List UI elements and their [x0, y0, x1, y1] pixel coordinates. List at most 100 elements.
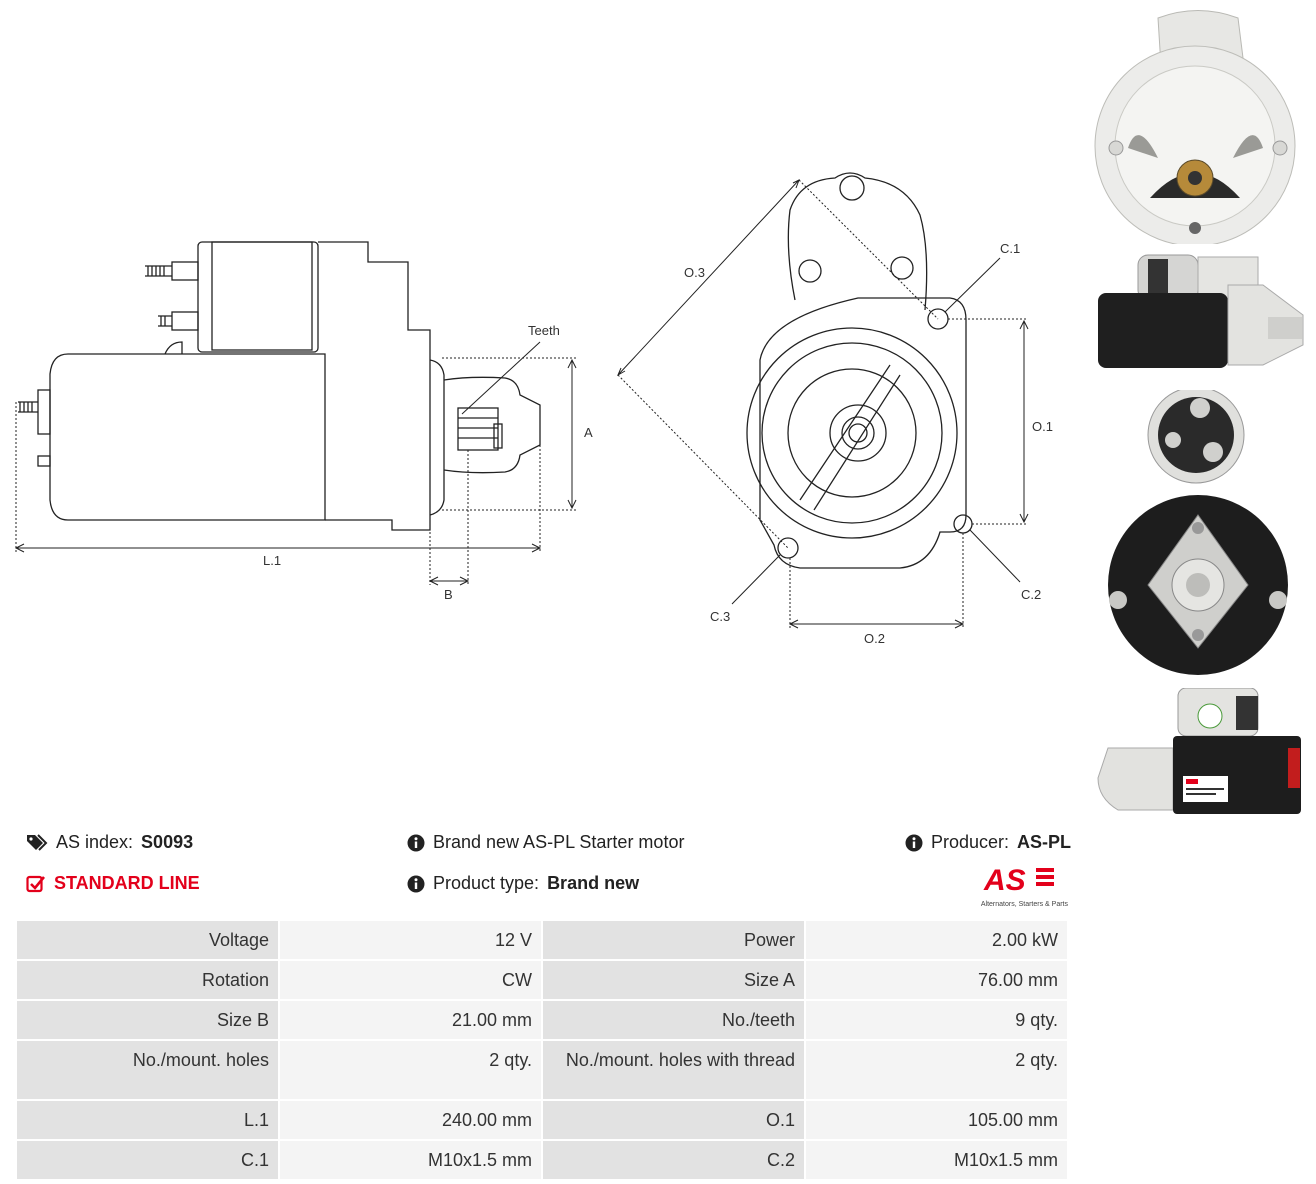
line-row: STANDARD LINE: [26, 873, 200, 894]
spec-value: 2 qty.: [804, 1039, 1069, 1101]
spec-value: 9 qty.: [804, 999, 1069, 1041]
rear-bolt: [37, 455, 51, 467]
info-icon: [407, 834, 425, 851]
as-pl-logo: AS Alternators, Starters & Parts: [962, 864, 1068, 908]
spec-key: No./teeth: [541, 999, 806, 1041]
c1-leader: [944, 257, 1001, 313]
dim-o1-arrow: [1019, 319, 1029, 524]
product-photo-side[interactable]: [1088, 245, 1308, 375]
spec-value: 12 V: [278, 919, 543, 961]
product-photo-rear-end[interactable]: [1088, 390, 1308, 680]
dim-l1-label: L.1: [263, 553, 281, 568]
spec-value: M10x1.5 mm: [804, 1139, 1069, 1181]
producer-value: AS-PL: [1017, 832, 1072, 852]
checked-square-icon: [26, 875, 46, 892]
housing-outer-ring: [746, 327, 958, 539]
dim-o3-label: O.3: [684, 265, 705, 280]
housing-mid-ring: [761, 342, 943, 524]
rear-cap: [37, 389, 51, 435]
table-row: C.1 M10x1.5 mm C.2 M10x1.5 mm: [15, 1139, 1069, 1181]
spec-key: Voltage: [15, 919, 280, 961]
c3-leader: [731, 554, 781, 605]
c3-label: C.3: [710, 609, 730, 624]
spec-value: M10x1.5 mm: [278, 1139, 543, 1181]
drive-housing-outline: [318, 241, 431, 531]
producer-row: Producer: AS-PL: [905, 832, 1071, 853]
table-row: Size B 21.00 mm No./teeth 9 qty.: [15, 999, 1069, 1041]
c1-label: C.1: [1000, 241, 1020, 256]
table-row: Voltage 12 V Power 2.00 kW: [15, 919, 1069, 961]
c2-label: C.2: [1021, 587, 1041, 602]
bearing-mid: [841, 416, 875, 450]
dim-o3-arrow: [616, 178, 800, 377]
standard-line-label: STANDARD LINE: [54, 873, 200, 893]
spec-key: C.2: [541, 1139, 806, 1181]
spec-value: CW: [278, 959, 543, 1001]
solenoid-body: [197, 241, 319, 353]
dim-b-arrow: [428, 576, 470, 586]
as-logo-mark: AS: [983, 864, 1054, 897]
housing-inner-ring: [787, 368, 917, 498]
terminal-stud-top: [145, 265, 172, 277]
spec-value: 240.00 mm: [278, 1099, 543, 1141]
spec-key: C.1: [15, 1139, 280, 1181]
nose-outline: [443, 376, 541, 474]
product-photo-drive-end[interactable]: [1088, 8, 1308, 244]
motor-body: [49, 353, 326, 521]
top-lug-hole: [839, 175, 865, 201]
info-icon: [407, 875, 425, 892]
dim-b-extension: [429, 450, 469, 585]
table-row: No./mount. holes 2 qty. No./mount. holes…: [15, 1039, 1069, 1101]
spec-value: 21.00 mm: [278, 999, 543, 1041]
as-logo-tagline: Alternators, Starters & Parts: [980, 901, 1068, 908]
dim-o2-arrow: [788, 619, 965, 629]
lug-hole-right: [890, 256, 914, 280]
dim-o2-label: O.2: [864, 631, 885, 646]
terminal-top: [171, 261, 199, 281]
specs-table: Voltage 12 V Power 2.00 kW Rotation CW S…: [15, 919, 1069, 1181]
as-index-label: AS index:: [56, 832, 134, 852]
dim-o1-extension: [948, 318, 1028, 525]
dim-b-label: B: [444, 587, 453, 602]
teeth-label: Teeth: [528, 323, 560, 338]
info-icon: [905, 834, 923, 851]
dim-a-label: A: [584, 425, 593, 440]
bearing-outer: [829, 404, 887, 462]
as-index-value: S0093: [141, 832, 194, 852]
svg-text:AS: AS: [983, 864, 1026, 894]
hole-c2: [953, 514, 973, 534]
front-view-drawing: O.3 O.1 O.2 C.1 C.2 C.3: [616, 172, 1053, 646]
table-row: Rotation CW Size A 76.00 mm: [15, 959, 1069, 1001]
spec-value: 2.00 kW: [804, 919, 1069, 961]
product-type-value: Brand new: [547, 873, 640, 893]
dim-a-arrow: [567, 358, 577, 510]
pinion: [457, 407, 499, 451]
spec-key: L.1: [15, 1099, 280, 1141]
dim-a-extension: [442, 357, 578, 511]
terminal-lower: [171, 311, 199, 331]
teeth-leader: [461, 341, 541, 415]
solenoid-cap: [211, 241, 313, 351]
terminal-stud-lower: [158, 315, 172, 327]
spec-key: Size B: [15, 999, 280, 1041]
spec-key: No./mount. holes: [15, 1039, 280, 1101]
spec-value: 76.00 mm: [804, 959, 1069, 1001]
c2-leader: [969, 529, 1021, 583]
dim-l1-extension: [15, 402, 541, 552]
product-type-row: Product type: Brand new: [407, 873, 639, 894]
shaft: [848, 423, 868, 443]
spec-key: No./mount. holes with thread: [541, 1039, 806, 1101]
spec-key: O.1: [541, 1099, 806, 1141]
dim-o1-label: O.1: [1032, 419, 1053, 434]
as-index-row: AS index: S0093: [26, 832, 193, 853]
motor-joint: [164, 341, 183, 355]
lug-hole-left: [798, 259, 822, 283]
tags-icon: [27, 833, 48, 851]
nose-flange: [429, 359, 445, 516]
pinion-teeth: [458, 417, 498, 439]
description-text: Brand new AS-PL Starter motor: [433, 832, 685, 852]
spec-value: 105.00 mm: [804, 1099, 1069, 1141]
product-photo-side-label[interactable]: [1088, 688, 1308, 818]
mounting-flange: [759, 297, 967, 569]
rear-stud: [18, 401, 38, 413]
